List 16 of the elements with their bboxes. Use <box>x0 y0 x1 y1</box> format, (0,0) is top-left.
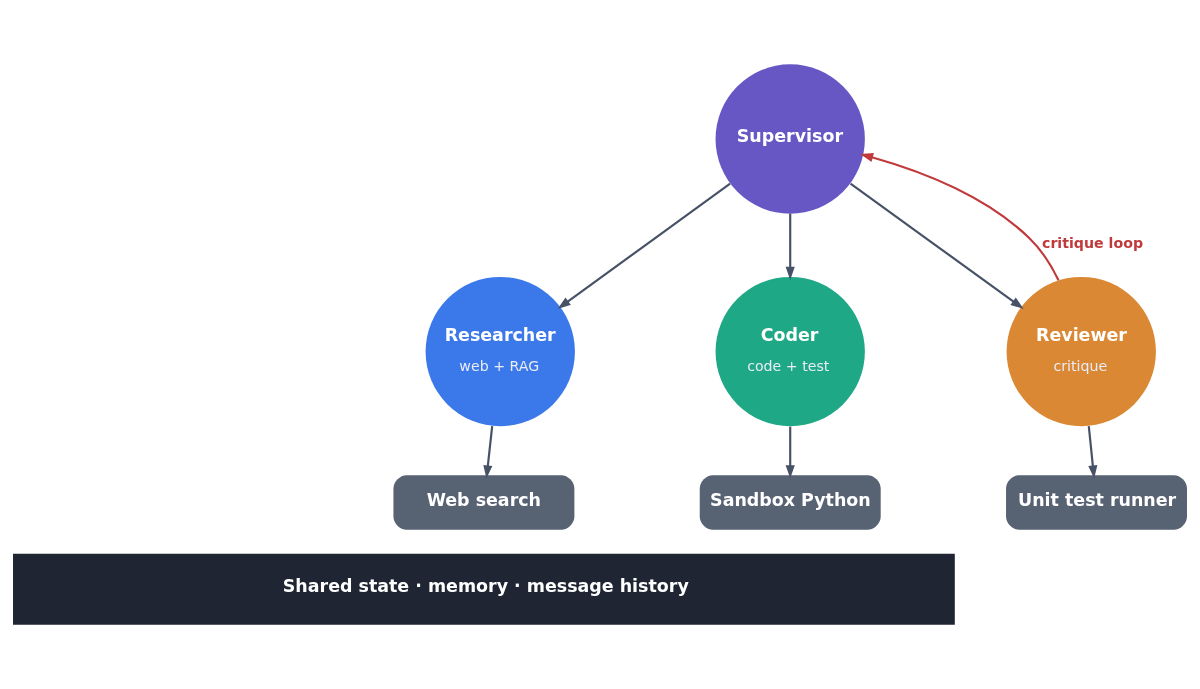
edge-label: critique loop <box>1042 234 1144 251</box>
node-circle: Supervisor <box>715 64 865 214</box>
node-circle: Coder code + test <box>715 276 865 427</box>
node-box: Unit test runner <box>1006 475 1187 530</box>
arrow <box>785 426 795 479</box>
node-circle: Reviewer critique <box>1006 276 1156 427</box>
node-box: Shared state · memory · message history <box>13 553 955 625</box>
node-box: Sandbox Python <box>699 475 881 530</box>
arrow <box>860 153 1060 281</box>
arrow <box>483 426 494 479</box>
arrow <box>785 213 795 280</box>
arrow <box>849 182 1024 309</box>
arrow <box>557 182 731 309</box>
node-circle: Researcher web + RAG <box>425 276 575 427</box>
node-box: Web search <box>393 475 575 530</box>
arrow <box>1087 426 1098 479</box>
